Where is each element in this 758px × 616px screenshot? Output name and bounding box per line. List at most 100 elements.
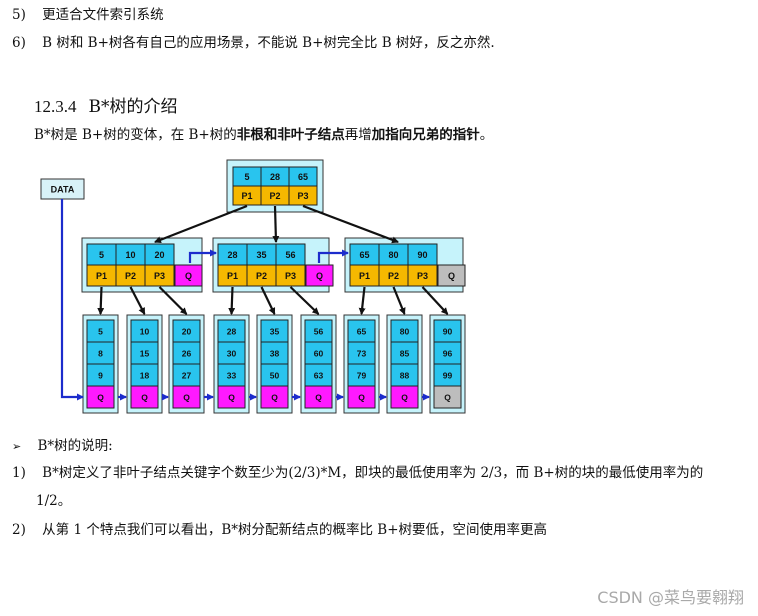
internal-to-leaf-arrow: [158, 286, 188, 315]
leaf-key-label: 56: [314, 327, 324, 337]
list-item-5: 5) 更适合文件索引系统: [12, 6, 164, 24]
internal-to-leaf-arrow: [228, 286, 236, 315]
leaf-key-label: 50: [270, 371, 280, 381]
root-pointer-label: P2: [269, 191, 280, 201]
internal-to-leaf-arrow: [358, 286, 366, 315]
list-number: 5): [12, 7, 26, 23]
intro-middle: 再增: [344, 127, 372, 143]
leaf-key-label: 38: [270, 349, 280, 359]
internal-to-leaf-arrow: [421, 286, 449, 315]
internal-to-leaf-arrow: [97, 286, 105, 315]
intro-suffix: 。: [479, 127, 494, 143]
leaf-key-label: 88: [400, 371, 410, 381]
intro-bold-2: 加指向兄弟的指针: [371, 127, 480, 143]
internal-to-leaf-arrow: [392, 286, 406, 315]
internal-key-label: 5: [99, 250, 104, 260]
leaf-key-label: 90: [443, 327, 453, 337]
internal-sibling-pointer-cell: [437, 264, 466, 287]
leaf-next-pointer-cell: [347, 385, 376, 409]
leaf-next-pointer-cell: [130, 385, 159, 409]
list-item-6: 6) B 树和 B+树各有自己的应用场景，不能说 B+树完全比 B 树好，反之亦…: [12, 34, 495, 52]
leaf-next-pointer-cell: [260, 385, 289, 409]
root-pointer-cell: [288, 185, 318, 206]
list-number: 6): [12, 35, 26, 51]
note-item-1-continued: 1/2。: [36, 492, 71, 510]
note-text: B*树定义了非叶子结点关键字个数至少为(2/3)*M，即块的最低使用率为 2/3…: [42, 465, 704, 481]
note-text-continued: 1/2。: [36, 493, 72, 509]
leaf-next-pointer-label: Q: [271, 393, 278, 403]
bullet-arrow-icon: ➢: [12, 440, 22, 453]
leaf-next-pointer-cell: [433, 385, 462, 409]
internal-key-label: 10: [125, 250, 135, 260]
leaf-key-label: 28: [227, 327, 237, 337]
leaf-key-label: 60: [314, 349, 324, 359]
internal-key-label: 80: [388, 250, 398, 260]
leaf-key-label: 30: [227, 349, 237, 359]
intro-prefix: B*树是 B+树的变体，在 B+树的: [34, 127, 237, 143]
note-item-1: 1) B*树定义了非叶子结点关键字个数至少为(2/3)*M，即块的最低使用率为 …: [12, 464, 703, 482]
root-key-label: 5: [244, 172, 249, 182]
internal-sibling-pointer-cell: [305, 264, 334, 287]
internal-sibling-pointer-label: Q: [316, 271, 323, 281]
root-pointer-label: P3: [297, 191, 308, 201]
leaf-next-pointer-label: Q: [401, 393, 408, 403]
leaf-key-label: 65: [357, 327, 367, 337]
note-text: 从第 1 个特点我们可以看出，B*树分配新结点的概率比 B+树要低，空间使用率更…: [42, 522, 548, 538]
root-key-label: 65: [298, 172, 308, 182]
note-number: 1): [12, 465, 26, 481]
internal-pointer-cell: [407, 264, 438, 287]
internal-pointer-label: P2: [125, 271, 136, 281]
leaf-next-pointer-label: Q: [141, 393, 148, 403]
leaf-key-label: 10: [140, 327, 150, 337]
leaf-key-label: 99: [443, 371, 453, 381]
leaf-key-label: 79: [357, 371, 367, 381]
internal-key-label: 56: [285, 250, 295, 260]
intro-bold-1: 非根和非叶子结点: [236, 127, 345, 143]
internal-sibling-arrow: [317, 249, 349, 263]
list-text: 更适合文件索引系统: [42, 7, 164, 23]
internal-key-label: 65: [359, 250, 369, 260]
list-text: B 树和 B+树各有自己的应用场景，不能说 B+树完全比 B 树好，反之亦然.: [42, 35, 495, 51]
leaf-key-label: 26: [182, 349, 192, 359]
leaf-key-label: 80: [400, 327, 410, 337]
leaf-key-label: 73: [357, 349, 367, 359]
leaf-next-pointer-label: Q: [183, 393, 190, 403]
leaf-next-pointer-label: Q: [97, 393, 104, 403]
section-title: B*树的介绍: [88, 97, 178, 117]
leaf-key-label: 8: [98, 349, 103, 359]
internal-pointer-label: P1: [227, 271, 238, 281]
internal-pointer-cell: [275, 264, 306, 287]
internal-pointer-label: P3: [417, 271, 428, 281]
data-box-label: DATA: [51, 185, 75, 195]
leaf-key-label: 5: [98, 327, 103, 337]
internal-pointer-label: P2: [256, 271, 267, 281]
root-to-internal-arrow: [272, 205, 280, 243]
leaf-key-label: 33: [227, 371, 237, 381]
leaf-next-pointer-cell: [217, 385, 246, 409]
leaf-next-pointer-cell: [304, 385, 333, 409]
leaf-key-label: 18: [140, 371, 150, 381]
internal-key-label: 35: [256, 250, 266, 260]
root-to-internal-arrow: [154, 204, 248, 244]
internal-to-leaf-arrow: [289, 286, 320, 315]
note-item-2: 2) 从第 1 个特点我们可以看出，B*树分配新结点的概率比 B+树要低，空间使…: [12, 521, 547, 539]
internal-key-label: 90: [417, 250, 427, 260]
notes-header-text: B*树的说明:: [37, 438, 113, 454]
internal-pointer-label: P1: [96, 271, 107, 281]
internal-pointer-cell: [144, 264, 175, 287]
leaf-key-label: 63: [314, 371, 324, 381]
internal-key-label: 28: [227, 250, 237, 260]
internal-sibling-pointer-cell: [174, 264, 203, 287]
internal-sibling-arrow: [188, 249, 217, 263]
watermark: CSDN @菜鸟要翱翔: [597, 588, 744, 607]
internal-sibling-pointer-label: Q: [185, 271, 192, 281]
notes-header: ➢ B*树的说明:: [12, 437, 113, 456]
leaf-next-pointer-cell: [172, 385, 201, 409]
root-to-internal-arrow: [302, 204, 399, 244]
note-number: 2): [12, 522, 26, 538]
leaf-key-label: 20: [182, 327, 192, 337]
root-key-label: 28: [270, 172, 280, 182]
leaf-key-label: 85: [400, 349, 410, 359]
leaf-key-label: 9: [98, 371, 103, 381]
